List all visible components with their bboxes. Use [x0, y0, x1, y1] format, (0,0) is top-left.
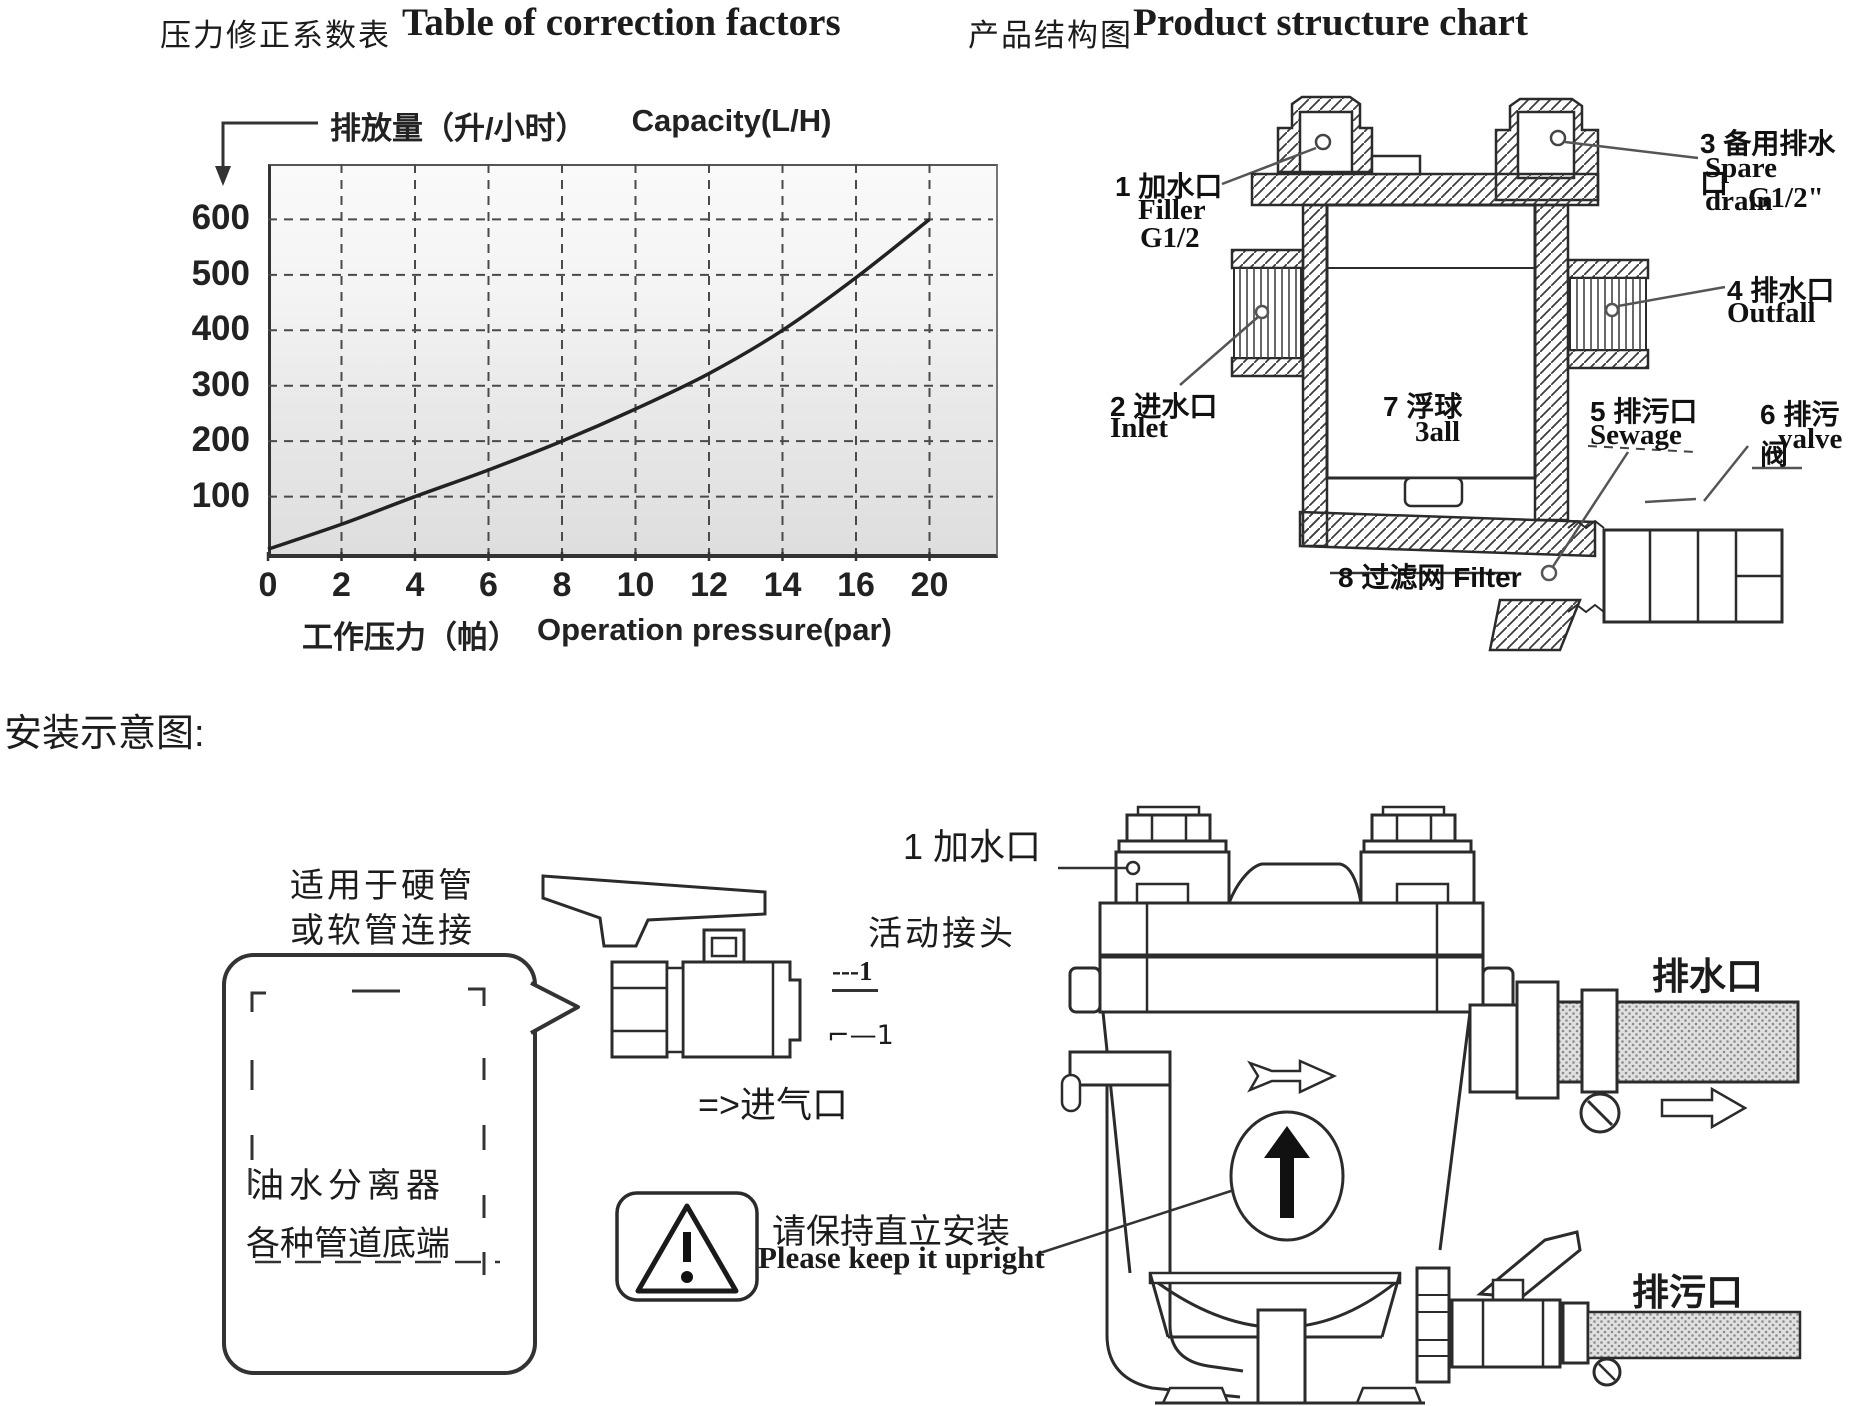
sewage-outlet-label: 排污口 [1632, 1272, 1743, 1313]
label-float-zh: 7 浮球 [1383, 391, 1463, 422]
installation-section-title: 安装示意图: [4, 713, 205, 755]
label-inlet-en: Inlet [1110, 412, 1168, 444]
structure-drawing [1179, 95, 1802, 652]
pipe-end-label: 各种管道底端 [246, 1225, 450, 1263]
label-filler-en: Filler [1138, 194, 1206, 226]
y-tick-400: 400 [191, 309, 250, 349]
installation-drawing [222, 805, 1802, 1405]
y-axis-title: 排放量（升/小时） Capacity(L/H) [330, 103, 831, 148]
structure-chart-title-en: Product structure chart [1133, 1, 1528, 44]
label-drain-valve-zh: 6 排污阀 [1760, 399, 1840, 470]
x-axis-title-zh: 工作压力（帕） [302, 620, 519, 655]
x-tick-0: 0 [258, 566, 278, 604]
label-spare-size: G1/2" [1748, 182, 1824, 214]
air-inlet-label: =>进气口 [698, 1084, 849, 1125]
y-axis-title-en: Capacity(L/H) [631, 103, 832, 138]
filler-callout-label: 1 加水口 [903, 826, 1042, 867]
pipe-note-line2: 或软管连接 [290, 912, 475, 950]
union-label: 活动接头 [868, 915, 1016, 953]
x-tick-10: 10 [616, 566, 655, 604]
y-tick-200: 200 [191, 420, 250, 460]
label-float-en: 3all [1415, 416, 1461, 448]
label-filter: 8 过滤网 Filter [1338, 562, 1522, 593]
label-spare-zh: 3 备用排水口 [1700, 128, 1836, 199]
x-tick-12: 12 [690, 566, 728, 604]
correction-chart-title-en: Table of correction factors [402, 1, 841, 44]
y-tick-500: 500 [191, 253, 250, 293]
y-axis-title-zh: 排放量（升/小时） [330, 111, 587, 146]
label-outfall-zh: 4 排水口 [1727, 275, 1835, 306]
pipe-note-line1: 适用于硬管 [290, 867, 475, 905]
label-spare-en: Spare drain [1705, 152, 1777, 217]
separator-label: 油水分离器 [250, 1167, 445, 1205]
structure-chart-title-zh: 产品结构图 [968, 18, 1133, 53]
y-tick-600: 600 [191, 198, 250, 238]
y-tick-100: 100 [191, 475, 250, 515]
drain-outlet-label: 排水口 [1652, 956, 1763, 997]
x-tick-16: 16 [837, 566, 875, 604]
chart-plot-area [268, 164, 998, 558]
x-tick-14: 14 [763, 566, 802, 604]
union-mark-bottom: ⌐—1 [827, 1020, 894, 1051]
x-axis-title-en: Operation pressure(par) [537, 612, 892, 647]
union-mark-top: ---1 [832, 956, 879, 992]
label-drain-valve-en: yalve [1778, 423, 1843, 455]
x-tick-4: 4 [405, 566, 425, 604]
chart-grid [266, 164, 993, 561]
capacity-curve [267, 218, 931, 551]
y-tick-300: 300 [191, 364, 250, 404]
upright-note-en: Please keep it upright [758, 1240, 1045, 1275]
x-tick-8: 8 [552, 566, 572, 604]
x-tick-2: 2 [332, 566, 351, 604]
label-outfall-en: Outfall [1727, 297, 1816, 329]
label-filler-size: G1/2 [1140, 222, 1200, 254]
label-filler-zh: 1 加水口 [1115, 171, 1223, 202]
x-tick-6: 6 [479, 566, 498, 604]
label-sewage-zh: 5 排污口 [1590, 396, 1698, 427]
label-sewage-en: Sewage [1590, 419, 1682, 451]
x-tick-20: 20 [910, 566, 949, 604]
y-axis-arrow [215, 121, 318, 186]
correction-chart-title-zh: 压力修正系数表 [160, 18, 391, 53]
upright-note-zh: 请保持直立安装 [772, 1213, 1010, 1251]
label-inlet-zh: 2 进水口 [1110, 391, 1218, 422]
x-axis-title: 工作压力（帕） Operation pressure(par) [302, 612, 892, 657]
